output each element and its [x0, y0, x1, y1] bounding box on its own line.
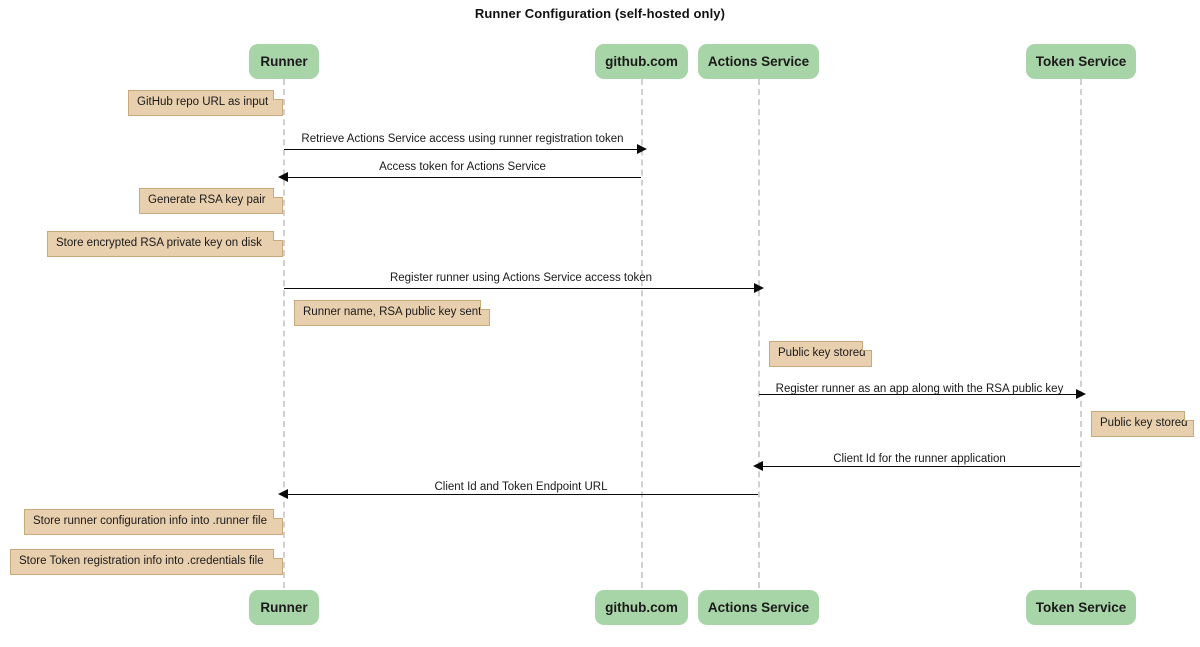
participant-actions-top[interactable]: Actions Service [698, 44, 819, 79]
note-fold-icon [273, 549, 283, 559]
msg-client-id-line [759, 466, 1080, 467]
msg-access-token-label: Access token for Actions Service [379, 161, 546, 173]
participant-label: Actions Service [707, 54, 810, 69]
note-text: Store runner configuration info into .ru… [33, 515, 267, 528]
lifeline-actions [758, 79, 760, 588]
msg-retrieve-actions-access-label: Retrieve Actions Service access using ru… [301, 133, 624, 145]
participant-runner-bottom[interactable]: Runner [249, 590, 319, 625]
note-store-runner-config: Store runner configuration info into .ru… [24, 509, 283, 535]
msg-register-runner-line [284, 288, 758, 289]
note-text: Store encrypted RSA private key on disk [56, 237, 262, 250]
msg-client-id-endpoint-line [284, 494, 758, 495]
lifeline-runner [283, 79, 285, 588]
note-text: Runner name, RSA public key sent [303, 306, 482, 319]
participant-label: Actions Service [707, 600, 810, 615]
msg-register-app-line [759, 394, 1080, 395]
note-fold-icon [1184, 411, 1194, 421]
msg-register-runner-label: Register runner using Actions Service ac… [389, 272, 653, 284]
participant-label: Token Service [1035, 600, 1127, 615]
msg-register-app-arrowhead [1076, 389, 1086, 399]
note-github-repo-url: GitHub repo URL as input [128, 90, 283, 116]
participant-label: github.com [605, 54, 678, 69]
participant-actions-bottom[interactable]: Actions Service [698, 590, 819, 625]
note-fold-icon [480, 300, 490, 310]
msg-retrieve-actions-access-arrowhead [637, 144, 647, 154]
participant-label: Token Service [1035, 54, 1127, 69]
msg-access-token-line [284, 177, 641, 178]
note-store-token-reg: Store Token registration info into .cred… [10, 549, 283, 575]
msg-client-id-label: Client Id for the runner application [833, 453, 1006, 465]
msg-client-id-arrowhead [753, 461, 763, 471]
msg-register-app-label: Register runner as an app along with the… [775, 383, 1064, 395]
msg-client-id-endpoint-arrowhead [278, 489, 288, 499]
page-title: Runner Configuration (self-hosted only) [474, 6, 726, 21]
note-text: GitHub repo URL as input [137, 96, 269, 109]
msg-retrieve-actions-access-line [284, 149, 641, 150]
participant-runner-top[interactable]: Runner [249, 44, 319, 79]
participant-token-bottom[interactable]: Token Service [1026, 590, 1136, 625]
msg-client-id-endpoint-label: Client Id and Token Endpoint URL [434, 481, 608, 493]
note-fold-icon [273, 509, 283, 519]
note-fold-icon [273, 231, 283, 241]
note-runner-name-pubkey: Runner name, RSA public key sent [294, 300, 490, 326]
participant-label: Runner [260, 600, 308, 615]
note-fold-icon [273, 188, 283, 198]
msg-access-token-arrowhead [278, 172, 288, 182]
lifeline-token [1080, 79, 1082, 588]
participant-token-top[interactable]: Token Service [1026, 44, 1136, 79]
note-generate-rsa: Generate RSA key pair [139, 188, 283, 214]
participant-github-bottom[interactable]: github.com [595, 590, 688, 625]
note-fold-icon [862, 341, 872, 351]
note-fold-icon [273, 90, 283, 100]
note-text: Public key stored [1100, 417, 1188, 430]
lifeline-github [641, 79, 643, 588]
participant-label: github.com [605, 600, 678, 615]
note-text: Public key stored [778, 347, 866, 360]
participant-label: Runner [260, 54, 308, 69]
participant-github-top[interactable]: github.com [595, 44, 688, 79]
note-public-key-stored-1: Public key stored [769, 341, 872, 367]
note-text: Generate RSA key pair [148, 194, 266, 207]
note-text: Store Token registration info into .cred… [19, 555, 264, 568]
msg-register-runner-arrowhead [754, 283, 764, 293]
note-public-key-stored-2: Public key stored [1091, 411, 1194, 437]
note-store-encrypted-rsa: Store encrypted RSA private key on disk [47, 231, 283, 257]
